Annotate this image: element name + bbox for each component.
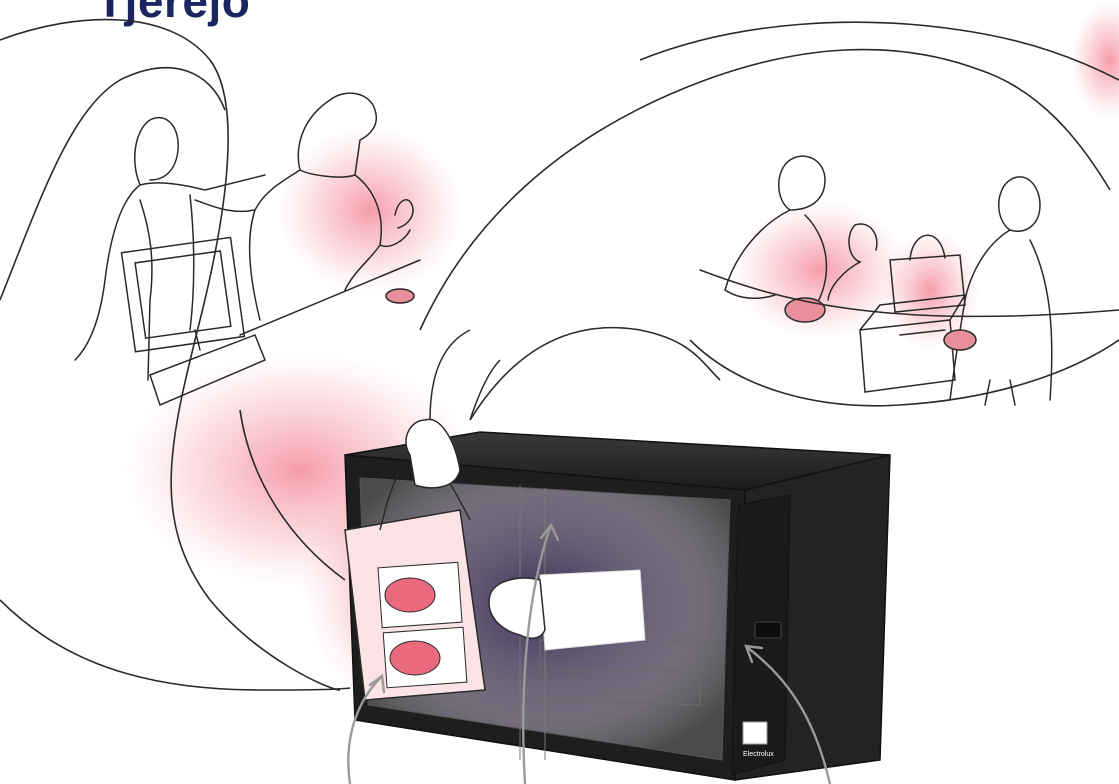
glow-restaurant [275,125,465,295]
oven-logo-box [743,722,767,744]
oven-brand-text: Electrolux [743,751,774,758]
oven-display [755,622,781,638]
flow-curve-bottom-left [0,600,350,690]
white-sleeve [540,570,645,650]
flow-curve-mid [470,328,720,420]
burger-on-plate [386,289,414,303]
flow-curve-right-top [640,22,1119,80]
burger-bottom [390,641,440,675]
burger-held-right [944,330,976,350]
flow-curve-left-inner [0,68,225,300]
burger-top [385,578,435,612]
glow-top-right [1070,0,1119,120]
customer-woman [75,118,265,380]
flow-curve-right-lower [690,340,1119,406]
